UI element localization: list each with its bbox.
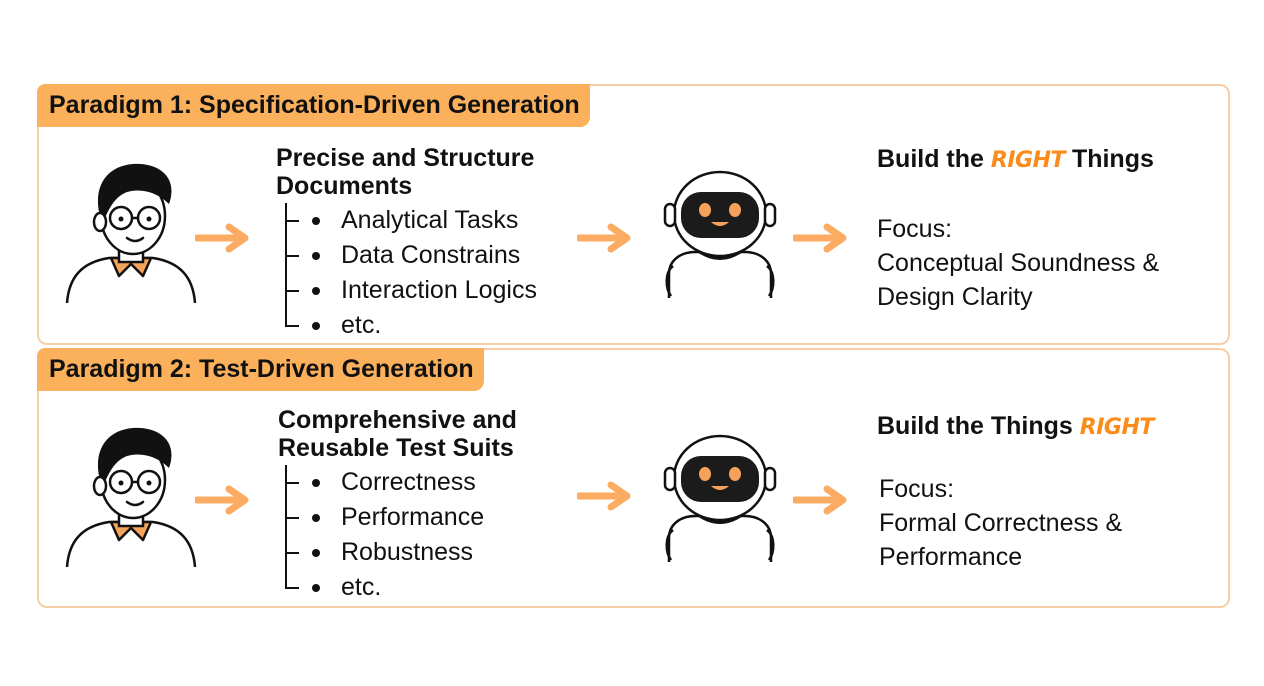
focus-line-2: Performance [879,543,1023,571]
list-item: etc. [285,308,537,343]
goal-suffix: Things [1065,145,1154,173]
focus-line-1: Conceptual Soundness & [877,249,1160,277]
focus-block: Focus: Formal Correctness & Performance [879,472,1122,574]
doc-heading-line-1: Comprehensive and [278,406,517,434]
doc-heading-line-2: Reusable Test Suits [278,434,514,462]
doc-heading-line-2: Documents [276,172,413,200]
arrow-right-icon [195,485,249,515]
person-icon [65,163,197,304]
paradigm-2-title: Paradigm 2: Test-Driven Generation [37,348,484,391]
arrow-right-icon [577,481,631,511]
doc-heading: Precise and Structure Documents [276,144,534,200]
focus-line-2: Design Clarity [877,283,1033,311]
list-item: etc. [285,570,484,605]
arrow-right-icon [195,223,249,253]
list-item: Data Constrains [285,238,537,273]
robot-icon [663,434,777,562]
doc-heading: Comprehensive and Reusable Test Suits [278,406,517,462]
list-item-label: etc. [341,311,382,339]
goal-heading: Build the Things RIGHT [877,411,1154,443]
doc-heading-line-1: Precise and Structure [276,144,535,172]
arrow-right-icon [793,223,847,253]
list-item: Interaction Logics [285,273,537,308]
goal-prefix: Build the [877,145,991,173]
arrow-right-icon [793,485,847,515]
focus-block: Focus: Conceptual Soundness & Design Cla… [877,212,1159,314]
list-item: Performance [285,500,484,535]
arrow-right-icon [577,223,631,253]
paradigm-1-title: Paradigm 1: Specification-Driven Generat… [37,84,590,127]
list-item: Robustness [285,535,484,570]
doc-list: Correctness Performance Robustness etc. [285,465,484,605]
paradigm-2-panel: Paradigm 2: Test-Driven Generation Compr… [37,348,1230,608]
goal-accent: RIGHT [990,148,1066,173]
list-item-label: Correctness [341,468,476,496]
list-item-label: Interaction Logics [341,276,537,304]
focus-label: Focus: [877,215,953,243]
list-item-label: Data Constrains [341,241,521,269]
person-icon [65,427,197,568]
list-item-label: etc. [341,573,382,601]
goal-prefix: Build the Things [877,412,1080,440]
paradigm-1-panel: Paradigm 1: Specification-Driven Generat… [37,84,1230,345]
focus-label: Focus: [879,475,955,503]
list-item-label: Robustness [341,538,474,566]
doc-list: Analytical Tasks Data Constrains Interac… [285,203,537,343]
list-item: Analytical Tasks [285,203,537,238]
goal-accent: RIGHT [1079,415,1155,440]
goal-heading: Build the RIGHT Things [877,144,1154,176]
list-item: Correctness [285,465,484,500]
list-item-label: Performance [341,503,485,531]
list-item-label: Analytical Tasks [341,206,519,234]
robot-icon [663,170,777,298]
focus-line-1: Formal Correctness & [879,509,1123,537]
